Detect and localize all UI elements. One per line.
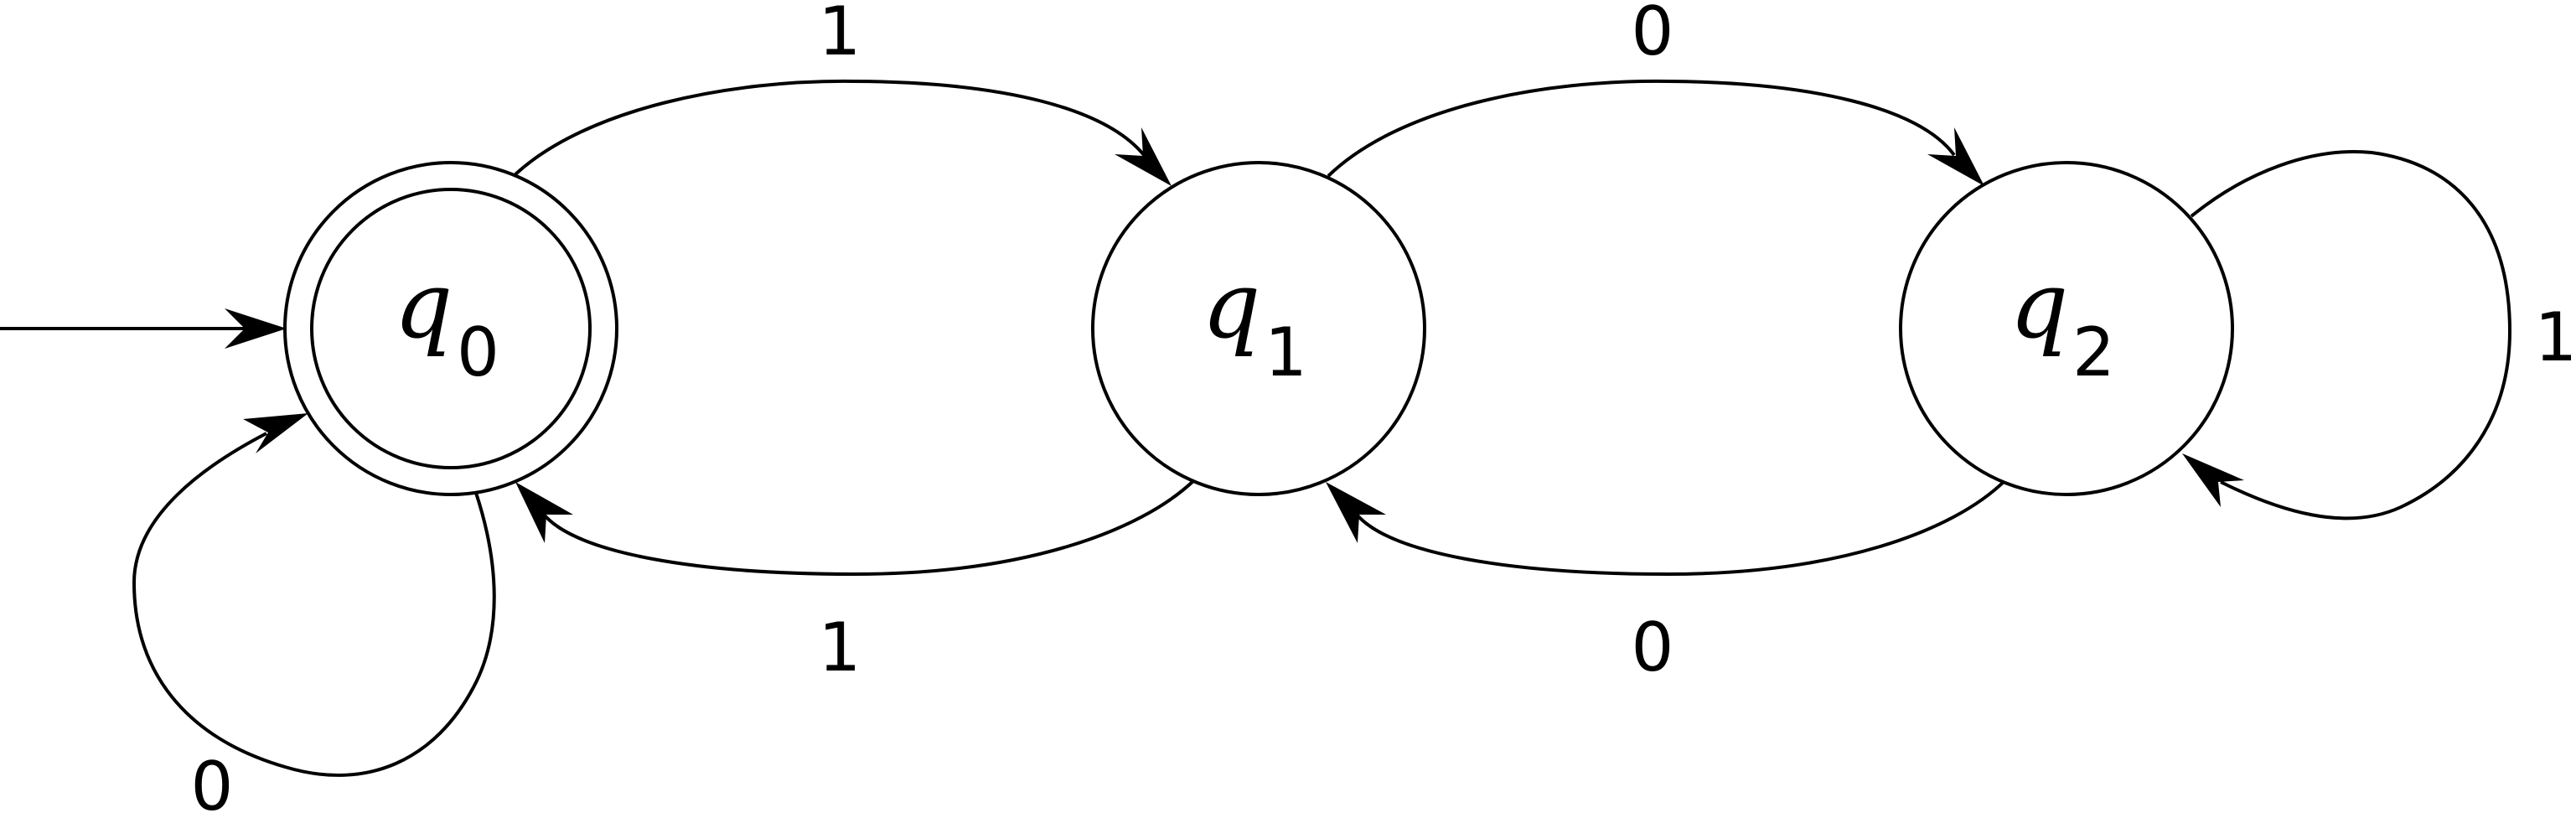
edge-q1-q2-label: 0 (1632, 0, 1674, 70)
edge-q0-q0-label: 0 (191, 748, 234, 813)
edge-q0-q0-arrowhead (243, 413, 308, 453)
state-q2-circle (1899, 161, 2234, 496)
state-q0-name: q (394, 251, 453, 359)
edge-q0-q1-arrowhead (1115, 127, 1172, 186)
state-q2-subscript: 2 (2072, 313, 2115, 391)
edge-q2-q2-arrowhead (2182, 453, 2244, 507)
initial-arrow-head (225, 308, 287, 349)
edge-q2-q2 (2190, 150, 2512, 520)
edge-q1-q0-label: 1 (819, 608, 861, 686)
state-q1: q 1 (1091, 161, 1426, 496)
edge-q1-q2 (1327, 79, 1956, 178)
edge-q2-q2-label: 1 (2535, 298, 2576, 376)
edge-q1-q0 (543, 479, 1196, 577)
edge-q2-q1 (1356, 479, 2007, 577)
state-q0-accepting-ring (310, 188, 592, 469)
edge-q1-q0-arrowhead (515, 482, 573, 543)
state-q1-circle (1091, 161, 1426, 496)
edge-q2-q1-label: 0 (1632, 608, 1674, 686)
state-q0: q 0 (283, 161, 618, 496)
state-q1-subscript: 1 (1265, 313, 1307, 391)
state-q2-name: q (2010, 251, 2068, 359)
state-q1-name: q (1202, 251, 1260, 359)
state-q2: q 2 (1899, 161, 2234, 496)
edge-q0-q1 (514, 79, 1146, 176)
edge-q2-q1-arrowhead (1326, 482, 1386, 543)
edge-q1-q2-arrowhead (1927, 127, 1984, 186)
edge-q0-q0 (132, 432, 496, 777)
edge-q0-q1-label: 1 (819, 0, 861, 70)
state-q0-subscript: 0 (457, 313, 499, 391)
